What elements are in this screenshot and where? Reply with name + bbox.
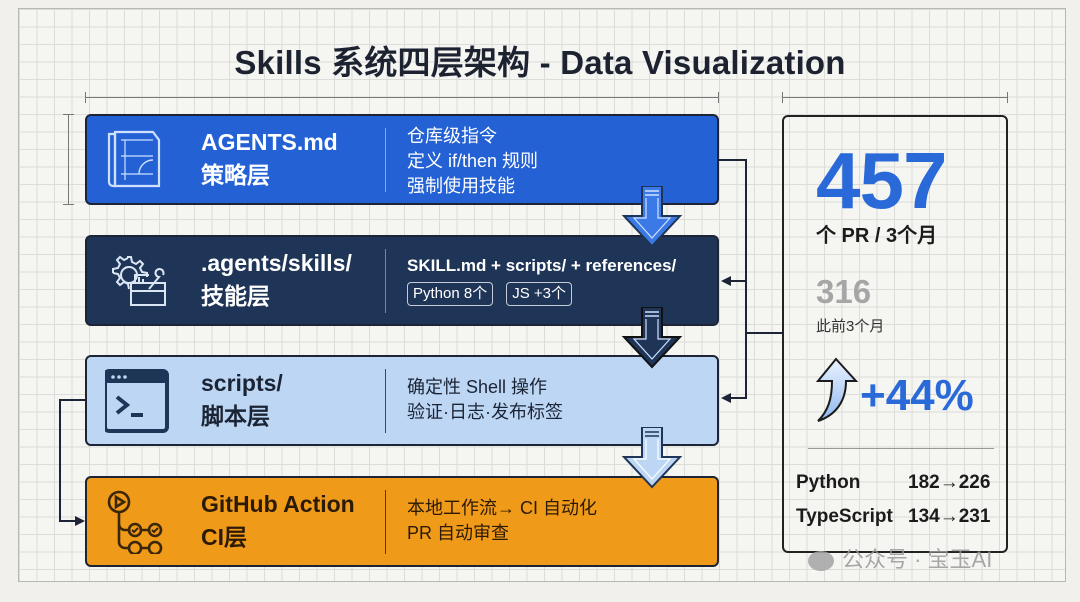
wechat-icon	[808, 551, 834, 572]
down-arrow-icon	[621, 427, 683, 489]
layer-policy: AGENTS.md 策略层 仓库级指令 定义 if/then 规则 强制使用技能	[85, 114, 719, 205]
separator	[385, 128, 386, 192]
down-arrow-icon	[621, 307, 683, 369]
layer-description: 确定性 Shell 操作 验证·日志·发布标签	[407, 377, 563, 422]
terminal-icon	[105, 369, 169, 433]
stats-panel: 457 个 PR / 3个月 316 此前3个月 +44% Python 182…	[782, 115, 1008, 553]
pr-count: 457	[816, 136, 947, 225]
dimension-line-left	[63, 114, 74, 205]
document-icon	[107, 130, 161, 188]
previous-count-label: 此前3个月	[816, 318, 885, 335]
python-count-badge: Python 8个	[407, 282, 494, 306]
dimension-line-top-right	[782, 92, 1008, 103]
separator	[385, 369, 386, 433]
js-count-badge: JS +3个	[506, 282, 573, 306]
layer-name: GitHub Action CI层	[201, 491, 355, 550]
layer-description: SKILL.md + scripts/ + references/ Python…	[407, 253, 676, 306]
previous-count: 316	[816, 273, 872, 310]
layer-description: 仓库级指令 定义 if/then 规则 强制使用技能	[407, 126, 539, 196]
layer-name: .agents/skills/ 技能层	[201, 250, 352, 309]
layer-name: AGENTS.md 策略层	[201, 129, 338, 188]
divider	[808, 448, 994, 449]
layer-ci: GitHub Action CI层 本地工作流→ CI 自动化 PR 自动审查	[85, 476, 719, 567]
layer-scripts: scripts/ 脚本层 确定性 Shell 操作 验证·日志·发布标签	[85, 355, 719, 446]
python-stat-row: Python 182→226	[796, 472, 991, 493]
github-actions-icon	[107, 490, 163, 554]
watermark: 公众号 · 宝玉AI	[808, 542, 992, 574]
separator	[385, 249, 386, 313]
diagram-title: Skills 系统四层架构 - Data Visualization	[234, 44, 846, 81]
growth-arrow-icon	[815, 357, 859, 422]
dimension-line-top-left	[85, 92, 719, 103]
layer-skills: .agents/skills/ 技能层 SKILL.md + scripts/ …	[85, 235, 719, 326]
pr-count-label: 个 PR / 3个月	[816, 225, 938, 247]
gear-toolbox-icon	[112, 255, 166, 306]
growth-percentage: +44%	[860, 371, 974, 420]
separator	[385, 490, 386, 554]
layer-name: scripts/ 脚本层	[201, 370, 283, 429]
layer-description: 本地工作流→ CI 自动化 PR 自动审查	[407, 498, 598, 543]
typescript-stat-row: TypeScript 134→231	[796, 506, 991, 527]
down-arrow-icon	[621, 186, 683, 248]
